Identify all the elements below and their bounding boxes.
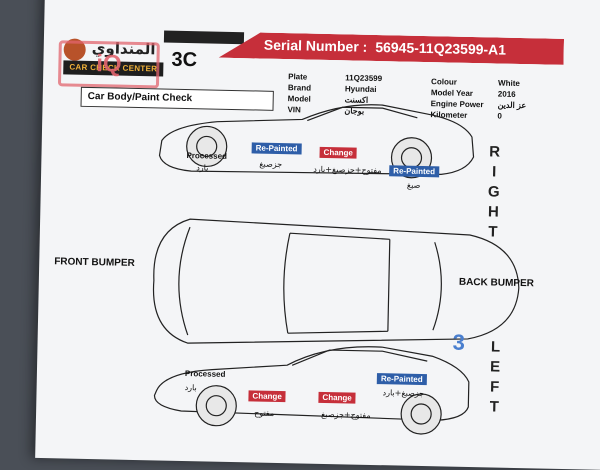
front-bumper-label: FRONT BUMPER (54, 256, 135, 269)
top-rear-note: صبغ (406, 180, 421, 190)
rear-wheel-icon (400, 393, 442, 435)
side-letter: F (489, 378, 500, 396)
bottom-change-tag-1: Change (248, 390, 286, 403)
top-change-note: مفتوح+جزصبغ+بارد (313, 164, 382, 176)
side-letter: I (491, 163, 497, 181)
bottom-change-note-2: مفتوح+جزصبغ (321, 409, 371, 420)
front-wheel-icon (186, 125, 228, 168)
top-change-tag: Change (319, 146, 358, 159)
page-number: 3 (452, 329, 466, 355)
top-repainted-tag: Re-Painted (251, 142, 302, 155)
side-letter: L (490, 338, 501, 356)
top-rear-repainted-tag: Re-Painted (389, 165, 440, 178)
bottom-repainted-tag: Re-Painted (376, 373, 427, 386)
front-wheel-icon (195, 385, 237, 427)
car-top-view (152, 218, 520, 344)
bottom-repainted-note: جزصبغ+بارد (382, 388, 425, 399)
inspection-sheet: Serial Number :56945-11Q23599-A1 المنداو… (35, 0, 600, 470)
right-side-label: R I G H T (485, 142, 503, 242)
top-repainted-note: جزصبغ (259, 159, 283, 170)
side-letter: H (487, 203, 499, 221)
top-processed-label: Processed (186, 151, 228, 161)
bottom-change-tag-2: Change (318, 391, 356, 404)
side-letter: T (488, 223, 498, 241)
bottom-processed-label: Processed (184, 369, 226, 379)
car-left-side (153, 346, 470, 435)
side-letter: G (487, 183, 500, 201)
side-letter: R (489, 143, 501, 161)
left-side-label: L E F T (486, 337, 504, 417)
car-diagrams (152, 104, 520, 435)
bottom-processed-note: بارد (184, 383, 197, 393)
top-processed-note: بارد (196, 163, 209, 173)
back-bumper-label: BACK BUMPER (458, 276, 535, 290)
side-letter: E (489, 358, 501, 376)
side-letter: T (489, 398, 500, 416)
bottom-change-note-1: مفتوح (254, 408, 275, 418)
